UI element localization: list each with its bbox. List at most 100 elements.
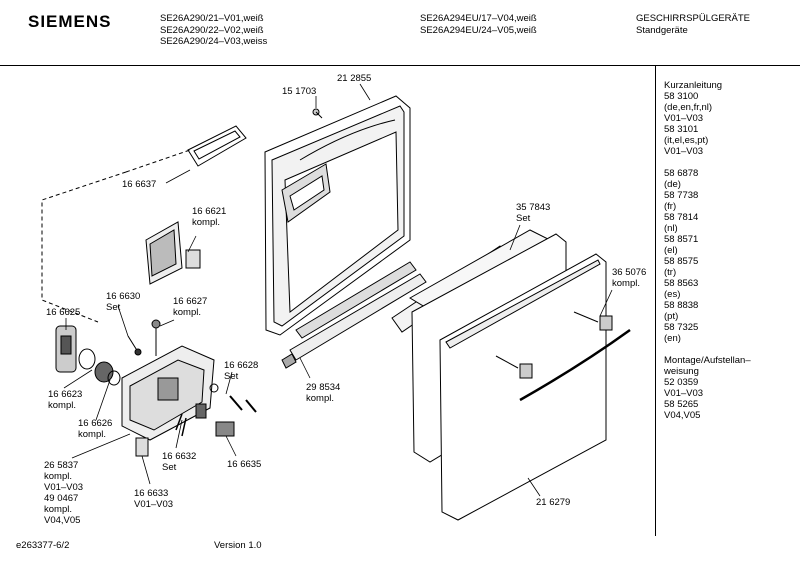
door-seal-strip (281, 261, 427, 369)
header-divider (0, 65, 800, 66)
doc-line: V01–V03 (664, 113, 704, 124)
doc-line: V04,V05 (664, 410, 701, 421)
doc-line: (de,en,fr,nl) (664, 102, 713, 113)
doc-id: e263377-6/2 (16, 540, 70, 551)
part-label-298534: 29 8534 kompl. (306, 382, 340, 404)
part-note: V01–V03 (44, 482, 84, 493)
doc-line: (es) (664, 289, 681, 300)
part-note: kompl. (192, 217, 220, 228)
part-note: V01–V03 (134, 499, 174, 510)
part-label-166630: 16 6630 Set (106, 291, 140, 313)
part-label-265837: 26 5837 kompl. V01–V03 49 0467 kompl. V0… (44, 460, 83, 526)
part-note: kompl. (612, 278, 640, 289)
part-number: 35 7843 (516, 202, 551, 213)
doc-line: 58 7738 (664, 190, 699, 201)
dispenser-housing (121, 345, 215, 441)
dispenser-seal-frame (187, 125, 247, 167)
model-line: SE26A294EU/24–V05,weiß (420, 24, 537, 36)
doc-line: 58 7814 (664, 212, 699, 223)
model-line: SE26A290/24–V03,weiss (160, 36, 268, 47)
doc-line: 58 8838 (664, 300, 699, 311)
part-label-166625: 16 6625 (46, 307, 81, 318)
sidebar-divider (655, 66, 656, 536)
doc-line: (de) (664, 179, 681, 190)
part-note: kompl. (173, 307, 201, 318)
model-line: SE26A290/21–V01,weiß (160, 13, 264, 24)
doc-line: 58 7325 (664, 322, 699, 333)
part-label-357843: 35 7843 Set (516, 202, 550, 224)
part-label-166633: 16 6633 V01–V03 (134, 488, 173, 510)
doc-line: 58 8563 (664, 278, 699, 289)
part-number: 16 6626 (78, 418, 113, 429)
brand-logo: SIEMENS (28, 12, 112, 31)
doc-line: 52 0359 (664, 377, 699, 388)
doc-line: 58 3101 (664, 124, 699, 135)
documentation-list: Kurzanleitung 58 3100 (de,en,fr,nl) V01–… (664, 80, 794, 421)
models-left: SE26A290/21–V01,weiß SE26A290/22–V02,wei… (160, 13, 267, 48)
part-label-166623: 16 6623 kompl. (48, 389, 82, 411)
part-note: V04,V05 (44, 515, 81, 526)
part-label-365076: 36 5076 kompl. (612, 267, 646, 289)
part-label-166628: 16 6628 Set (224, 360, 258, 382)
part-number: 49 0467 (44, 493, 79, 504)
part-label-166621: 16 6621 kompl. (192, 206, 226, 228)
part-note: kompl. (44, 471, 72, 482)
knob-assembly (55, 325, 121, 386)
category: GESCHIRRSPÜLGERÄTE Standgeräte (636, 13, 750, 36)
doc-line: V01–V03 (664, 146, 704, 157)
part-label-166637: 16 6637 (122, 179, 157, 190)
part-label-166627: 16 6627 kompl. (173, 296, 207, 318)
part-note: kompl. (44, 504, 72, 515)
part-number: 16 6627 (173, 296, 208, 307)
models-right: SE26A294EU/17–V04,weiß SE26A294EU/24–V05… (420, 13, 537, 36)
version-label: Version 1.0 (214, 540, 262, 551)
leader-lines (63, 83, 613, 497)
part-label-166632: 16 6632 Set (162, 451, 196, 473)
doc-line: 58 5265 (664, 399, 699, 410)
doc-line: Kurzanleitung (664, 80, 723, 91)
doc-line: 58 8571 (664, 234, 699, 245)
part-number: 16 6632 (162, 451, 197, 462)
part-label-166635: 16 6635 (227, 459, 262, 470)
part-note: kompl. (48, 400, 76, 411)
doc-line: 58 8575 (664, 256, 699, 267)
part-number: 29 8534 (306, 382, 341, 393)
part-number: 16 6621 (192, 206, 227, 217)
model-line: SE26A294EU/17–V04,weiß (420, 13, 537, 24)
category-subtitle: Standgeräte (636, 24, 688, 36)
part-note: kompl. (306, 393, 334, 404)
part-note: Set (106, 302, 121, 313)
inner-door-frame (264, 95, 411, 336)
category-title: GESCHIRRSPÜLGERÄTE (636, 13, 751, 24)
part-number: 26 5837 (44, 460, 79, 471)
doc-line: Montage/Aufstellan– (664, 355, 751, 366)
doc-line: (fr) (664, 201, 677, 212)
part-number: 16 6628 (224, 360, 259, 371)
small-parts (127, 319, 257, 457)
screw-part (312, 108, 323, 119)
part-number: 36 5076 (612, 267, 647, 278)
doc-line: (pt) (664, 311, 679, 322)
part-label-216279: 21 6279 (536, 497, 571, 508)
doc-line: (en) (664, 333, 681, 344)
part-note: Set (162, 462, 177, 473)
part-number: 16 6630 (106, 291, 141, 302)
outer-door-panel (439, 253, 631, 521)
part-label-212855: 21 2855 (337, 73, 372, 84)
model-line: SE26A290/22–V02,weiß (160, 24, 264, 36)
dispenser-part (145, 221, 201, 285)
doc-line: 58 6878 (664, 168, 699, 179)
doc-line: (nl) (664, 223, 678, 234)
part-label-151703: 15 1703 (282, 86, 317, 97)
exploded-parts-drawing (41, 83, 631, 521)
doc-line: (it,el,es,pt) (664, 135, 709, 146)
part-number: 16 6623 (48, 389, 83, 400)
doc-line: weisung (664, 366, 699, 377)
part-note: kompl. (78, 429, 106, 440)
doc-line: (tr) (664, 267, 677, 278)
doc-line: 58 3100 (664, 91, 699, 102)
doc-line: V01–V03 (664, 388, 704, 399)
part-note: Set (224, 371, 239, 382)
doc-line: (el) (664, 245, 678, 256)
part-number: 16 6633 (134, 488, 169, 499)
